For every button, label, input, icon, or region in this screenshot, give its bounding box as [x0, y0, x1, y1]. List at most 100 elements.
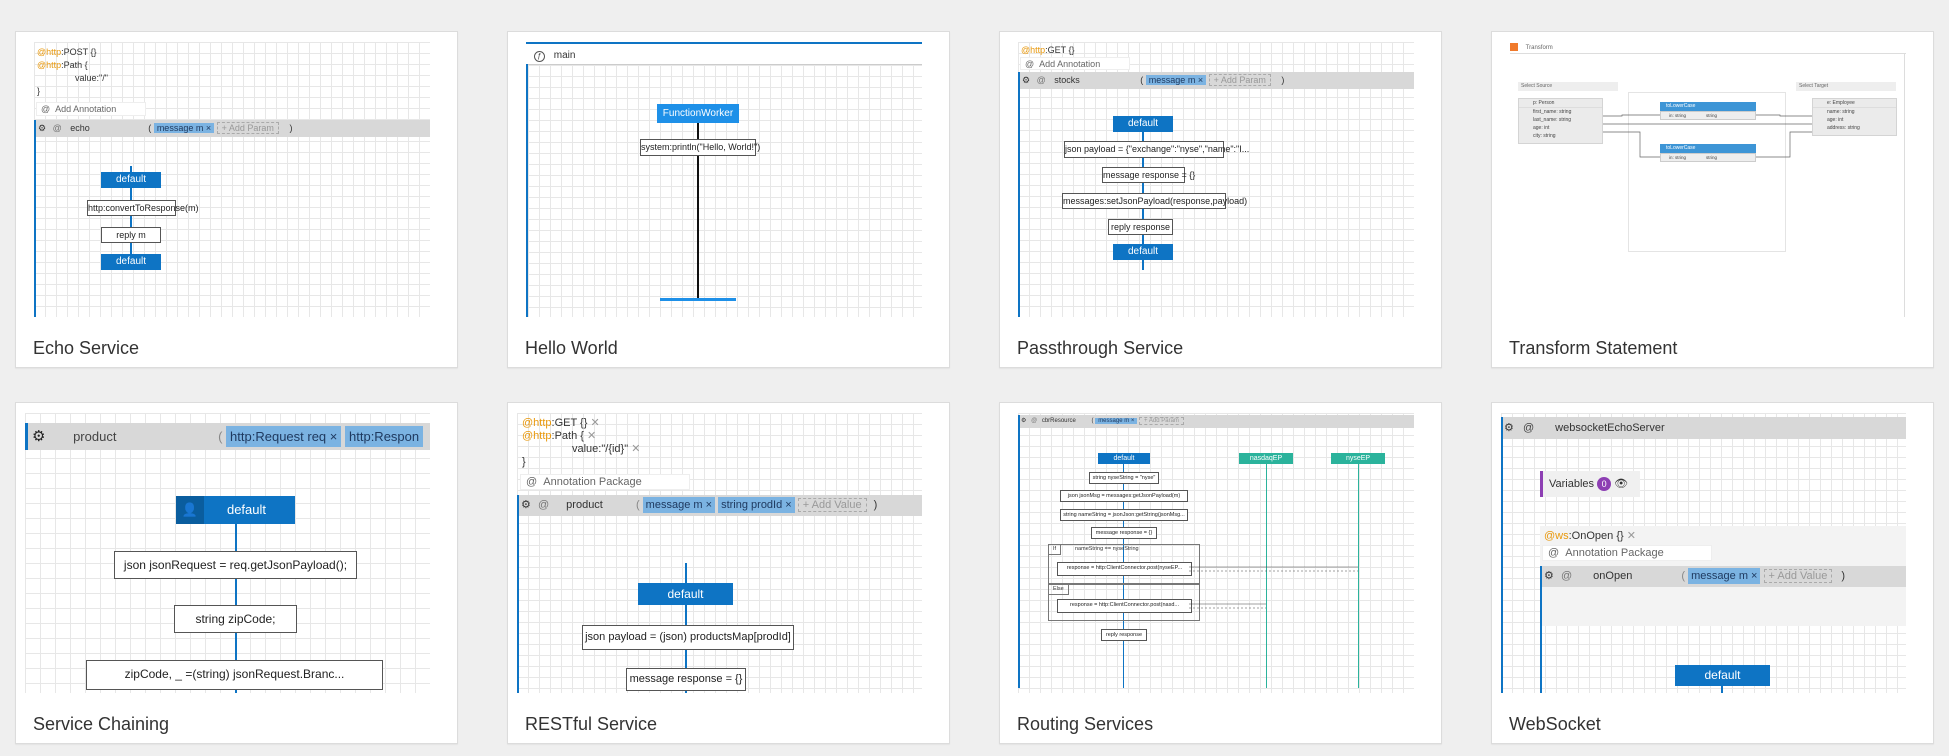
sample-card-websocket[interactable]: ⚙ @ websocketEchoServer Variables 0 👁 @w… — [1491, 402, 1934, 744]
target-field[interactable]: age: int — [1827, 117, 1844, 123]
statement-node[interactable]: message response = {} — [626, 668, 746, 691]
source-struct[interactable]: p: Person first_name: string last_name: … — [1518, 98, 1603, 144]
add-annotation-field[interactable]: @ Annotation Package — [1542, 545, 1712, 561]
card-title[interactable]: WebSocket — [1509, 714, 1601, 734]
target-field[interactable]: name: string — [1827, 109, 1855, 115]
annotation-icon[interactable]: @ — [1560, 570, 1573, 582]
eye-icon[interactable]: 👁 — [1614, 478, 1629, 490]
param-tag[interactable]: message m × — [153, 123, 215, 133]
statement-node[interactable]: string nameString = jsonJson:getString(j… — [1060, 509, 1188, 521]
resource-header-bar[interactable]: ⚙ @ product ( message m × string prodId … — [517, 495, 922, 516]
resource-header-bar[interactable]: ⚙ product ( http:Request req × http:Resp… — [25, 423, 430, 450]
statement-node[interactable]: message response = {} — [1091, 527, 1157, 539]
statement-node[interactable]: message response = {} — [1102, 167, 1195, 183]
sample-card-passthrough-service[interactable]: @http:GET {} @ Add Annotation ⚙ @ stocks… — [999, 31, 1442, 368]
close-icon[interactable]: ✕ — [631, 443, 641, 455]
function-worker-node[interactable]: FunctionWorker — [657, 104, 739, 123]
statement-node[interactable]: string zipCode; — [174, 605, 297, 633]
param-tag[interactable]: http:Request req × — [226, 426, 342, 447]
source-field[interactable]: age: int — [1533, 125, 1550, 131]
worker-default[interactable]: default — [638, 583, 733, 605]
target-struct[interactable]: e: Employee name: string age: int addres… — [1812, 98, 1897, 136]
function-header[interactable]: ƒ main — [534, 50, 575, 62]
annotation-icon[interactable]: @ — [1036, 75, 1046, 85]
annotation-icon[interactable]: @ — [1522, 422, 1535, 434]
param-tag[interactable]: string prodId × — [718, 497, 795, 513]
param-tag[interactable]: message m × — [1145, 75, 1207, 85]
statement-node[interactable]: response = http:ClientConnector.post(nys… — [1057, 562, 1192, 576]
if-block[interactable]: If nameString == nyseString response = h… — [1048, 544, 1200, 584]
select-target[interactable]: Select Target — [1796, 82, 1896, 91]
reply-node[interactable]: reply response — [1108, 219, 1173, 235]
card-title[interactable]: Passthrough Service — [1017, 338, 1184, 358]
source-field[interactable]: first_name: string — [1533, 109, 1572, 115]
card-title[interactable]: Routing Services — [1017, 714, 1154, 734]
sample-card-hello-world[interactable]: ƒ main FunctionWorker system:println("He… — [507, 31, 950, 368]
function-node-header[interactable]: toLowerCase — [1660, 144, 1756, 153]
select-source[interactable]: Select Source — [1518, 82, 1618, 91]
service-header-bar[interactable]: ⚙ @ websocketEchoServer — [1501, 417, 1906, 439]
add-value-button[interactable]: + Add Value — [797, 498, 867, 512]
gear-icon[interactable]: ⚙ — [1021, 418, 1027, 424]
sample-card-restful-service[interactable]: @http:GET {} ✕ @http:Path { ✕ value:"/{i… — [507, 402, 950, 744]
worker-default-bottom[interactable]: default — [1113, 244, 1173, 260]
card-title[interactable]: Transform Statement — [1509, 338, 1678, 358]
card-title[interactable]: RESTful Service — [525, 714, 658, 734]
gear-icon[interactable]: ⚙ — [32, 428, 46, 445]
target-field[interactable]: address: string — [1827, 125, 1860, 131]
worker-default[interactable]: 👤 default — [176, 496, 295, 524]
else-block[interactable]: Else response = http:ClientConnector.pos… — [1048, 584, 1200, 621]
add-param-button[interactable]: + Add Param — [216, 122, 279, 134]
param-tag[interactable]: message m × — [642, 497, 716, 513]
statement-node[interactable]: string nyseString = "nyse" — [1089, 472, 1159, 484]
variables-panel[interactable]: Variables 0 👁 — [1540, 471, 1640, 497]
gear-icon[interactable]: ⚙ — [38, 123, 47, 133]
param-tag[interactable]: message m × — [1095, 418, 1138, 424]
gear-icon[interactable]: ⚙ — [1544, 570, 1554, 582]
reply-node[interactable]: reply response — [1101, 629, 1147, 641]
worker-default[interactable]: default — [1675, 665, 1770, 686]
statement-node[interactable]: zipCode, _ =(string) jsonRequest.Branc..… — [86, 660, 383, 690]
source-field[interactable]: city: string — [1533, 133, 1556, 139]
resource-header-bar[interactable]: ⚙ @ onOpen ( message m × + Add Value ) — [1540, 566, 1906, 587]
resource-header-bar[interactable]: ⚙ @ stocks ( message m × + Add Param ) — [1018, 72, 1414, 89]
resource-header-bar[interactable]: ⚙ @ echo ( message m × + Add Param ) — [34, 120, 430, 137]
worker-default[interactable]: default — [1098, 453, 1150, 464]
annotation-icon[interactable]: @ — [52, 123, 62, 133]
sample-card-echo-service[interactable]: @http:POST {} @http:Path { value:"/" } @… — [15, 31, 458, 368]
statement-node[interactable]: messages:setJsonPayload(response,payload… — [1062, 193, 1247, 209]
statement-node[interactable]: http:convertToResponse(m) — [87, 200, 199, 216]
close-icon[interactable]: ✕ — [590, 417, 600, 429]
add-param-button[interactable]: + Add Param — [1139, 417, 1184, 425]
add-annotation-field[interactable]: @ Annotation Package — [520, 474, 690, 490]
annotation-icon[interactable]: @ — [1031, 418, 1038, 424]
worker-default-bottom[interactable]: default — [101, 254, 161, 270]
sample-card-routing-services[interactable]: ⚙ @ cbrResource ( message m × + Add Para… — [999, 402, 1442, 744]
sample-card-transform-statement[interactable]: Transform Select Source Select Target p:… — [1491, 31, 1934, 368]
close-icon[interactable]: ✕ — [1626, 530, 1636, 542]
statement-node[interactable]: json payload = (json) productsMap[prodId… — [582, 625, 794, 650]
statement-node[interactable]: json jsonRequest = req.getJsonPayload(); — [114, 551, 357, 579]
sample-card-service-chaining[interactable]: ⚙ product ( http:Request req × http:Resp… — [15, 402, 458, 744]
add-annotation-field[interactable]: @ Add Annotation — [1020, 57, 1130, 70]
worker-default-top[interactable]: default — [1113, 116, 1173, 132]
gear-icon[interactable]: ⚙ — [521, 499, 531, 511]
statement-node[interactable]: system:println("Hello, World!") — [640, 139, 760, 156]
add-value-button[interactable]: + Add Value — [1763, 569, 1833, 583]
endpoint-nasdaq[interactable]: nasdaqEP — [1239, 453, 1293, 464]
card-title[interactable]: Hello World — [525, 338, 618, 358]
worker-default-top[interactable]: default — [101, 172, 161, 188]
annotation-icon[interactable]: @ — [537, 499, 550, 511]
add-param-button[interactable]: + Add Param — [1208, 74, 1271, 86]
param-tag[interactable]: message m × — [1688, 568, 1761, 584]
source-field[interactable]: last_name: string — [1533, 117, 1572, 123]
reply-node[interactable]: reply m — [101, 227, 161, 243]
resource-header-bar[interactable]: ⚙ @ cbrResource ( message m × + Add Para… — [1018, 415, 1414, 428]
statement-node[interactable]: json payload = {"exchange":"nyse","name"… — [1064, 141, 1249, 158]
statement-node[interactable]: response = http:ClientConnector.post(nas… — [1057, 599, 1192, 613]
function-node-header[interactable]: toLowerCase — [1660, 102, 1756, 111]
card-title[interactable]: Echo Service — [33, 338, 140, 358]
param-tag[interactable]: http:Respon — [345, 426, 424, 447]
close-icon[interactable]: ✕ — [587, 430, 597, 442]
add-annotation-field[interactable]: @ Add Annotation — [36, 102, 146, 116]
